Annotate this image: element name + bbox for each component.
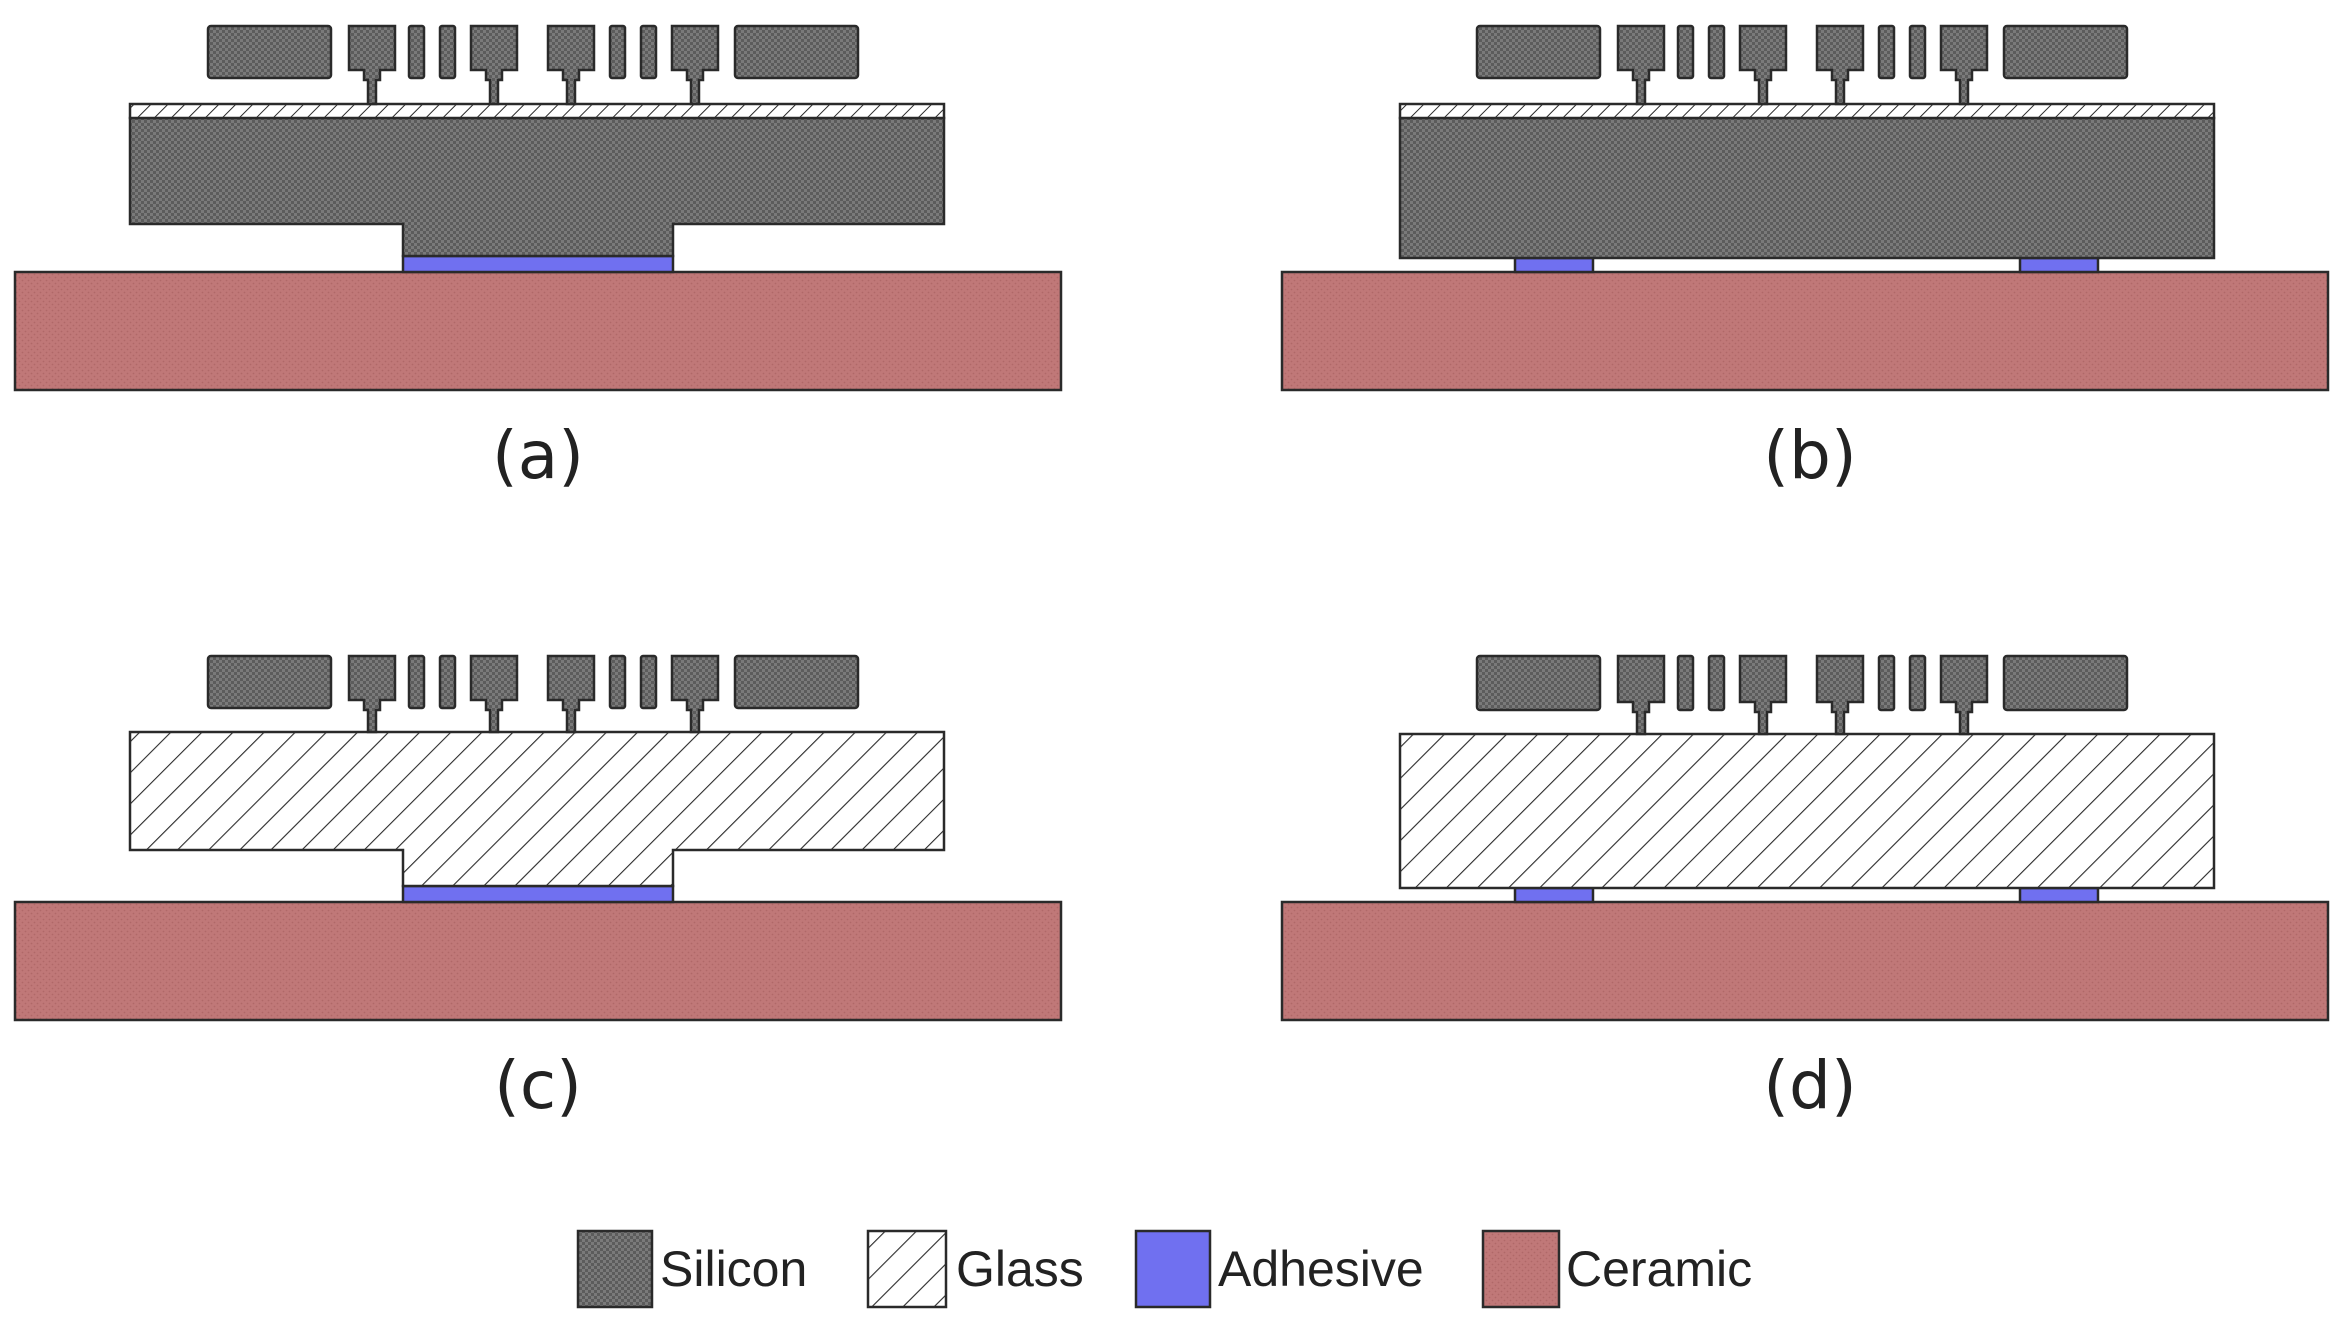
electrode-block [206, 654, 333, 710]
anchor-structure [1738, 654, 1788, 736]
electrode-block [733, 654, 860, 710]
legend-label-adhesive: Adhesive [1218, 1241, 1424, 1297]
legend-item-adhesive: Adhesive [1134, 1229, 1424, 1309]
legend: Silicon Glass Adhesive Ceramic [576, 1229, 1752, 1309]
comb-finger [1908, 24, 1927, 80]
sensor-structures [1475, 24, 2129, 106]
panel-caption: (c) [494, 1047, 582, 1124]
glass-substrate [128, 730, 946, 888]
anchor-structure [1738, 24, 1788, 106]
electrode-block [1475, 654, 1602, 712]
ceramic-base [1280, 900, 2330, 1022]
ceramic-base [13, 900, 1063, 1022]
electrode-block [2002, 654, 2129, 712]
anchor-structure [546, 24, 596, 106]
electrode-block [2002, 24, 2129, 80]
adhesive-pad-left [1513, 886, 1595, 904]
adhesive-layer [401, 884, 675, 904]
comb-finger [608, 24, 627, 80]
panel-caption: (d) [1763, 1047, 1856, 1124]
glass-cap-layer [1398, 102, 2216, 120]
anchor-structure [1939, 24, 1989, 106]
comb-finger [1676, 654, 1695, 712]
comb-finger [639, 24, 658, 80]
anchor-structure [670, 24, 720, 106]
silicon-substrate [128, 116, 946, 258]
panel-b: (b) [1280, 24, 2330, 494]
device-a [13, 24, 1063, 392]
legend-label-glass: Glass [956, 1241, 1084, 1297]
glass-substrate [1398, 732, 2216, 890]
ceramic-base [13, 270, 1063, 392]
panel-a: (a) [13, 24, 1063, 494]
glass-cap-layer [128, 102, 946, 120]
panel-c: (c) [13, 654, 1063, 1124]
comb-finger [639, 654, 658, 710]
anchor-structure [469, 654, 519, 734]
electrode-block [1475, 24, 1602, 80]
adhesive-swatch [1134, 1229, 1212, 1309]
comb-finger [608, 654, 627, 710]
electrode-block [206, 24, 333, 80]
comb-finger [1676, 24, 1695, 80]
ceramic-base [1280, 270, 2330, 392]
legend-item-silicon: Silicon [576, 1229, 807, 1309]
legend-item-glass: Glass [866, 1229, 1084, 1309]
sensor-structures [1475, 654, 2129, 736]
comb-finger [407, 24, 426, 80]
comb-finger [407, 654, 426, 710]
panel-d: (d) [1280, 654, 2330, 1124]
anchor-structure [670, 654, 720, 734]
anchor-structure [469, 24, 519, 106]
adhesive-pad-left [1513, 256, 1595, 274]
silicon-swatch [576, 1229, 654, 1309]
comb-finger [1707, 24, 1726, 80]
panel-caption: (a) [492, 417, 584, 494]
sensor-structures [206, 24, 860, 106]
comb-finger [1877, 654, 1896, 712]
anchor-structure [1939, 654, 1989, 736]
electrode-block [733, 24, 860, 80]
legend-label-silicon: Silicon [660, 1241, 807, 1297]
device-b [1280, 24, 2330, 392]
ceramic-swatch [1481, 1229, 1561, 1309]
legend-item-ceramic: Ceramic [1481, 1229, 1752, 1309]
comb-finger [1877, 24, 1896, 80]
anchor-structure [1616, 654, 1666, 736]
anchor-structure [347, 654, 397, 734]
adhesive-pad-right [2018, 886, 2100, 904]
comb-finger [438, 654, 457, 710]
anchor-structure [1616, 24, 1666, 106]
anchor-structure [546, 654, 596, 734]
panel-caption: (b) [1763, 417, 1856, 494]
adhesive-layer [401, 254, 675, 274]
anchor-structure [347, 24, 397, 106]
comb-finger [438, 24, 457, 80]
comb-finger [1908, 654, 1927, 712]
glass-swatch [866, 1229, 948, 1309]
legend-label-ceramic: Ceramic [1566, 1241, 1752, 1297]
device-d [1280, 654, 2330, 1022]
anchor-structure [1815, 24, 1865, 106]
comb-finger [1707, 654, 1726, 712]
adhesive-pad-right [2018, 256, 2100, 274]
anchor-structure [1815, 654, 1865, 736]
silicon-substrate [1398, 116, 2216, 260]
device-c [13, 654, 1063, 1022]
sensor-structures [206, 654, 860, 734]
